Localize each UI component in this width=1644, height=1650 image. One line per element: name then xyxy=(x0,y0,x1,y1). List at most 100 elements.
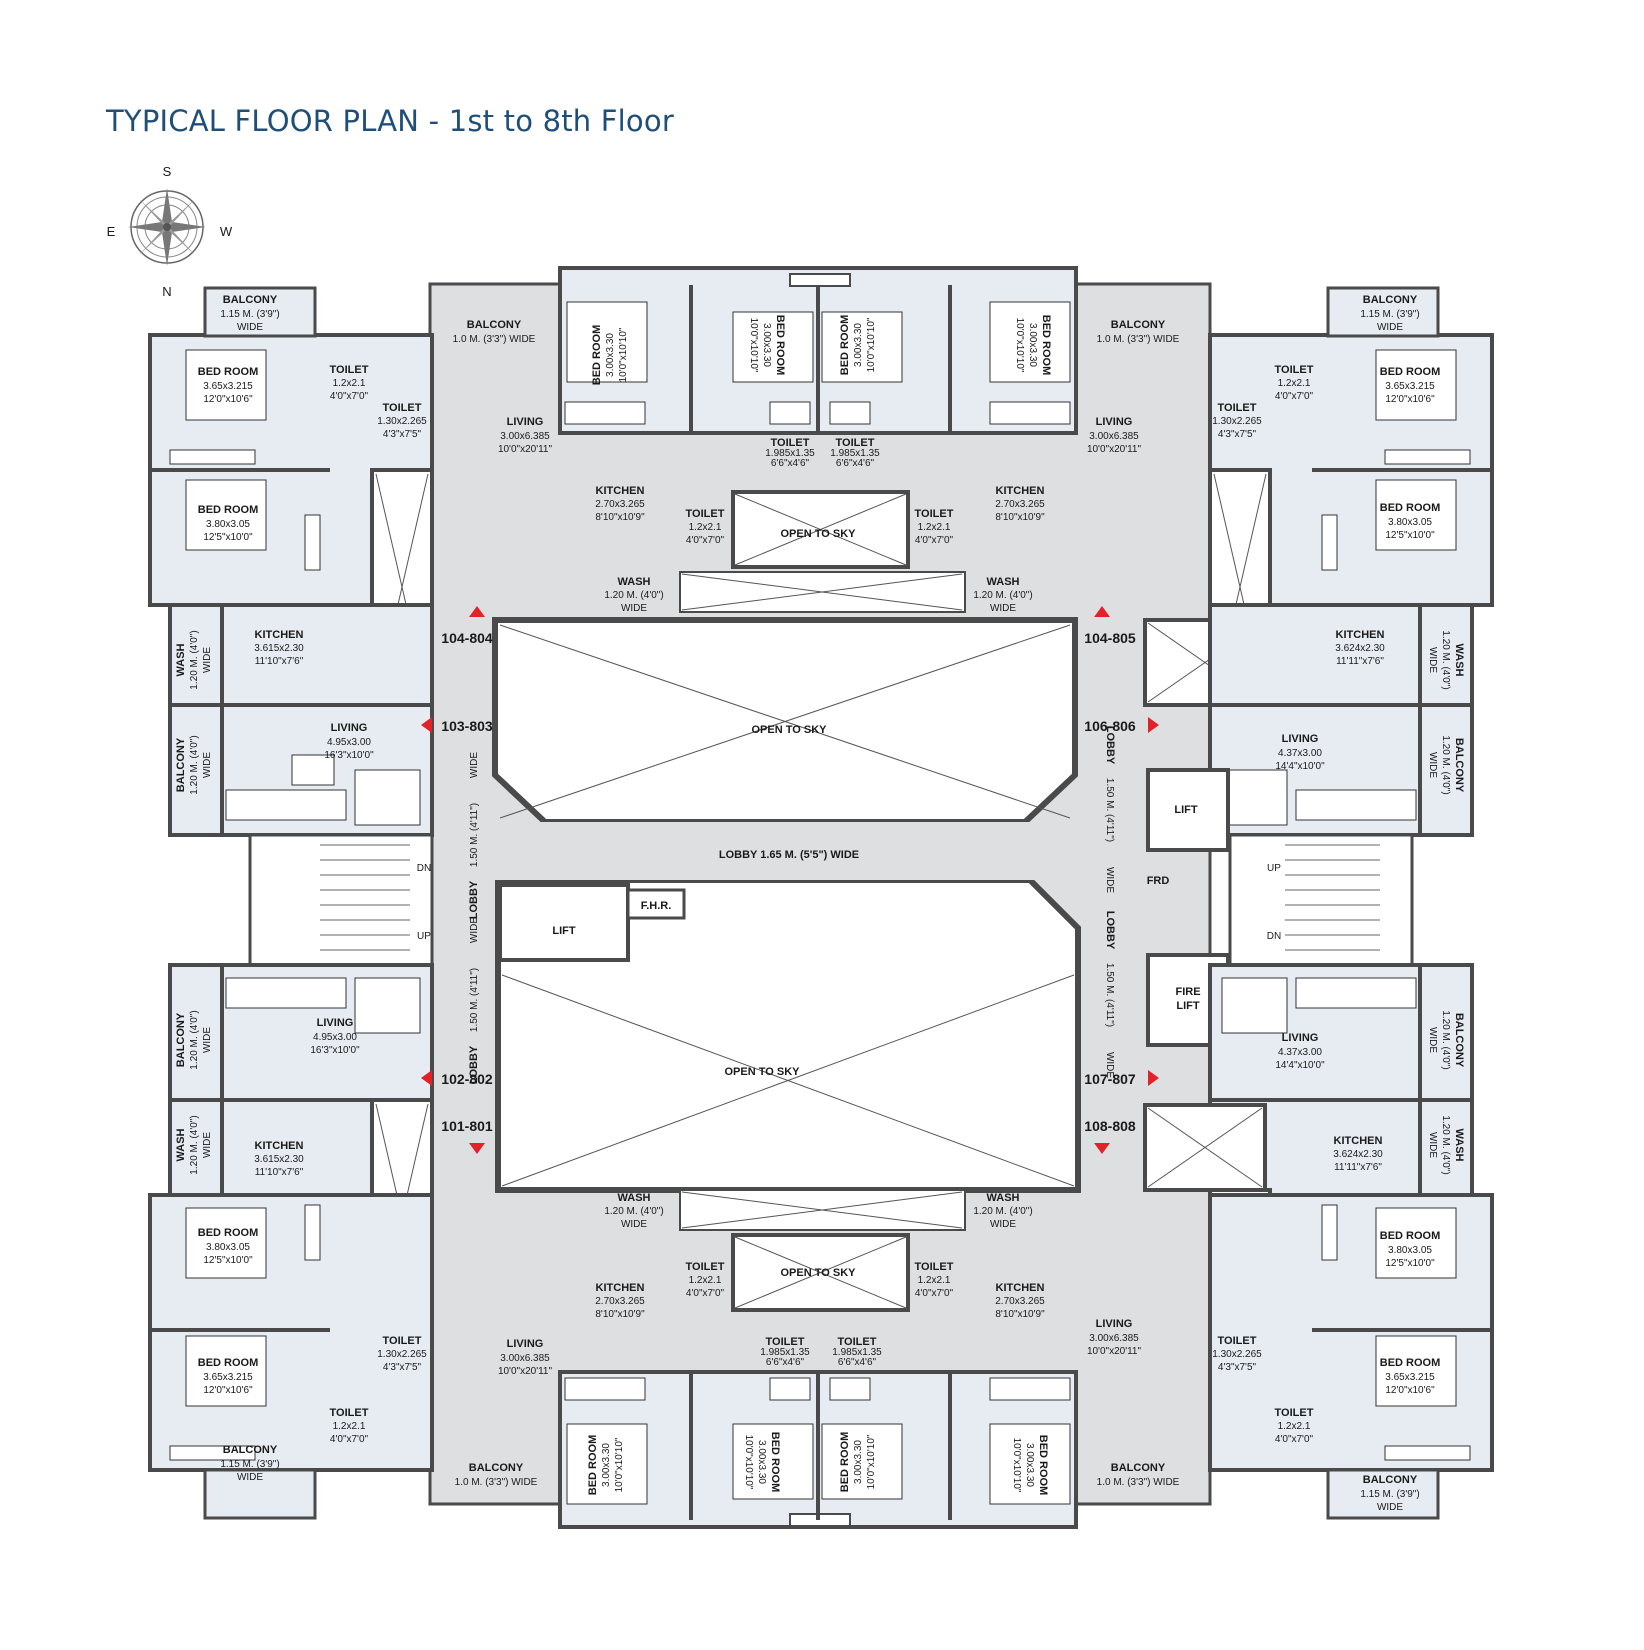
room-dim: 3.00x3.30 xyxy=(601,1443,612,1487)
room-name: WASH xyxy=(1453,1129,1465,1162)
room-name: TOILET xyxy=(915,1261,954,1273)
room-dim: 4'0"x7'0" xyxy=(1275,1434,1314,1445)
room-dim: 1.20 M. (4'0") xyxy=(1440,735,1451,794)
left-wing xyxy=(148,286,434,1520)
room-dim: 10'0"x20'11" xyxy=(498,1366,553,1377)
compass-w: W xyxy=(220,224,233,239)
lobby-side-wide: WIDE xyxy=(469,752,480,778)
room-name: BED ROOM xyxy=(1040,315,1052,376)
room-dim: 1.20 M. (4'0") xyxy=(189,1010,200,1069)
room-dim: 1.985x1.35 xyxy=(760,1347,810,1358)
room-dim: 1.2x2.1 xyxy=(689,1275,722,1286)
room-name: KITCHEN xyxy=(596,1282,645,1294)
room-name: BED ROOM xyxy=(839,315,851,376)
room-dim: 3.80x3.05 xyxy=(206,519,250,530)
room-dim: 3.615x2.30 xyxy=(254,643,304,654)
room-dim: 12'5"x10'0" xyxy=(203,532,253,543)
flat-label: 101-801 xyxy=(441,1118,493,1134)
room-name: TOILET xyxy=(1218,1335,1257,1347)
room-dim: 3.00x6.385 xyxy=(1089,431,1139,442)
stair-dn: DN xyxy=(417,863,431,874)
room-name: BED ROOM xyxy=(198,1227,259,1239)
room-dim: 1.2x2.1 xyxy=(1278,378,1311,389)
flat-label: 104-805 xyxy=(1084,630,1136,646)
room-dim: 10'0"x10'10" xyxy=(743,1435,754,1490)
room-dim: 11'11"x7'6" xyxy=(1336,656,1384,667)
stair-dn: DN xyxy=(1267,931,1281,942)
room-name: BED ROOM xyxy=(198,1357,259,1369)
room-dim: WIDE xyxy=(1427,1027,1438,1053)
room-dim: 3.65x3.215 xyxy=(203,381,253,392)
room-dim: 3.615x2.30 xyxy=(254,1154,304,1165)
room-name: TOILET xyxy=(383,1335,422,1347)
room-dim: 2.70x3.265 xyxy=(595,499,645,510)
room-name: BALCONY xyxy=(1363,1474,1418,1486)
room-name: TOILET xyxy=(1218,402,1257,414)
room-dim: 1.20 M. (4'0") xyxy=(189,1115,200,1174)
room-dim: 4'0"x7'0" xyxy=(686,535,725,546)
room-name: KITCHEN xyxy=(996,1282,1045,1294)
room-dim: 4'3"x7'5" xyxy=(383,429,422,440)
room-name: TOILET xyxy=(1275,364,1314,376)
room-dim: 3.00x6.385 xyxy=(1089,1333,1139,1344)
room-name: TOILET xyxy=(838,1336,877,1348)
room-dim: 10'0"x10'10" xyxy=(748,318,759,373)
room-dim: 8'10"x10'9" xyxy=(595,1309,645,1320)
room-dim: 4'0"x7'0" xyxy=(915,1288,954,1299)
flat-label: 102-802 xyxy=(441,1071,493,1087)
room-dim: 3.65x3.215 xyxy=(1385,381,1435,392)
room-dim: 10'0"x20'11" xyxy=(498,444,553,455)
room-name: BALCONY xyxy=(223,294,278,306)
room-dim: 3.65x3.215 xyxy=(1385,1372,1435,1383)
room-dim: 1.0 M. (3'3") WIDE xyxy=(1097,334,1180,345)
room-dim: 3.80x3.05 xyxy=(1388,517,1432,528)
room-dim: WIDE xyxy=(1377,322,1403,333)
room-name: BALCONY xyxy=(1453,738,1465,793)
room-dim: 1.30x2.265 xyxy=(377,416,427,427)
room-name: BED ROOM xyxy=(198,366,259,378)
stair-up: UP xyxy=(1267,863,1281,874)
room-dim: 4.37x3.00 xyxy=(1278,748,1322,759)
room-dim: 14'4"x10'0" xyxy=(1275,1060,1325,1071)
lobby-side-dim: 1.50 M. (4'11") xyxy=(1104,778,1115,842)
room-name: BALCONY xyxy=(469,1462,524,1474)
room-dim: 10'0"x10'10" xyxy=(614,1437,625,1492)
room-dim: 10'0"x10'10" xyxy=(866,317,877,372)
room-dim: WIDE xyxy=(237,1472,263,1483)
room-name: BALCONY xyxy=(467,319,522,331)
room-dim: 1.2x2.1 xyxy=(918,1275,951,1286)
flat-label: 108-808 xyxy=(1084,1118,1136,1134)
room-dim: 3.00x3.30 xyxy=(853,323,864,367)
room-dim: WIDE xyxy=(1427,752,1438,778)
right-wing xyxy=(1143,286,1494,1520)
room-name: TOILET xyxy=(383,402,422,414)
room-name: TOILET xyxy=(330,1407,369,1419)
core-labels: OPEN TO SKY OPEN TO SKY OPEN TO SKY OPEN… xyxy=(417,528,1281,1279)
room-dim: WIDE xyxy=(202,752,213,778)
room-dim: 3.80x3.05 xyxy=(1388,1245,1432,1256)
room-dim: WIDE xyxy=(990,603,1016,614)
room-dim: 3.00x6.385 xyxy=(500,431,550,442)
lobby-side-label: LOBBY xyxy=(468,1045,480,1084)
entry-arrow-icon xyxy=(1094,606,1110,617)
room-dim: 1.2x2.1 xyxy=(333,378,366,389)
room-dim: 16'3"x10'0" xyxy=(310,1045,360,1056)
room-name: TOILET xyxy=(766,1336,805,1348)
room-name: BALCONY xyxy=(1363,294,1418,306)
flat-numbers: 104-804 103-803 102-802 101-801 104-805 … xyxy=(441,630,1136,1134)
entry-arrow-icon xyxy=(1148,717,1159,733)
room-name: LIVING xyxy=(1282,733,1319,745)
room-dim: 3.00x3.30 xyxy=(1027,323,1038,367)
room-dim: 10'0"x10'10" xyxy=(1011,1438,1022,1493)
lobby-side-label: LOBBY xyxy=(1104,726,1116,765)
room-dim: 3.00x3.30 xyxy=(853,1440,864,1484)
room-dim: 4'0"x7'0" xyxy=(330,1434,369,1445)
room-name: WASH xyxy=(987,1192,1020,1204)
room-name: WASH xyxy=(175,643,187,676)
fire-lift-label: LIFT xyxy=(1176,1000,1199,1012)
flat-label: 107-807 xyxy=(1084,1071,1136,1087)
room-dim: 11'10"x7'6" xyxy=(255,656,304,667)
left-room-labels: BALCONY 1.15 M. (3'9") WIDE BED ROOM 3.6… xyxy=(175,294,427,1483)
lobby-main: LOBBY 1.65 M. (5'5") WIDE xyxy=(719,849,859,861)
room-dim: WIDE xyxy=(202,647,213,673)
